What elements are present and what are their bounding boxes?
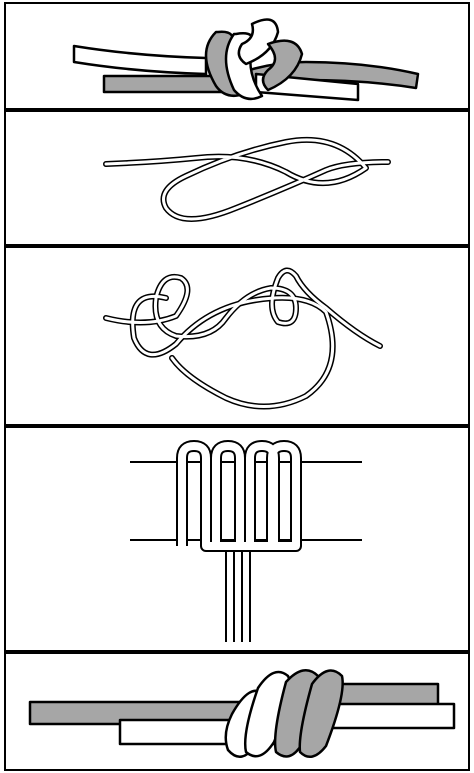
knot-illustration-4 <box>130 440 362 642</box>
knot-panel-2 <box>4 110 470 246</box>
knot-panel-3 <box>4 246 470 426</box>
knot-panel-5 <box>4 652 470 771</box>
knot-panel-1 <box>4 2 470 110</box>
knot-illustration-2 <box>103 136 391 222</box>
knot-panel-4 <box>4 426 470 652</box>
knot-illustration-3 <box>103 267 383 410</box>
knot-illustration-5 <box>28 669 456 759</box>
knot-illustration-1 <box>72 18 420 102</box>
